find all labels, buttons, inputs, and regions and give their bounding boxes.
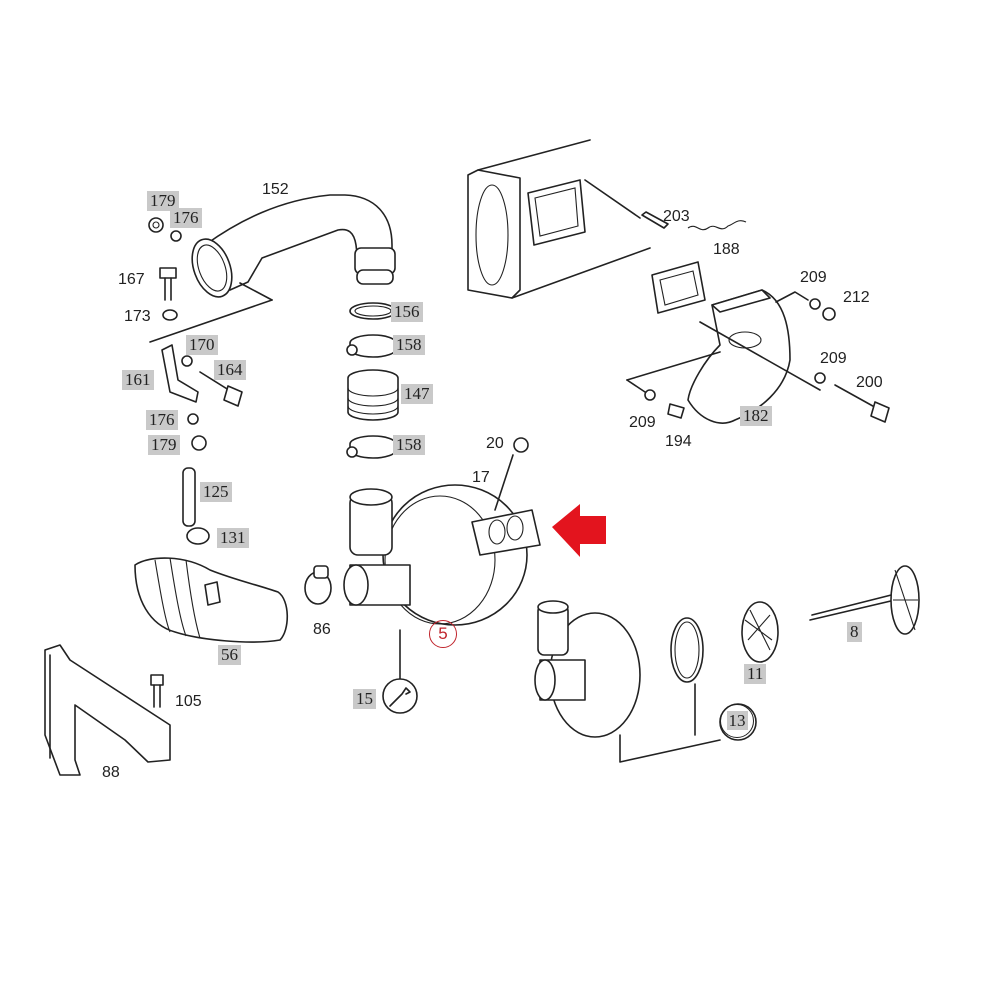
part-label-203: 203: [663, 208, 690, 225]
part-label-86: 86: [313, 621, 331, 638]
part-label-56: 56: [218, 645, 241, 665]
part-label-176: 176: [170, 208, 202, 228]
part-label-125: 125: [200, 482, 232, 502]
part-label-156: 156: [391, 302, 423, 322]
part-label-170: 170: [186, 335, 218, 355]
bracket-88-drawing: [44, 644, 171, 776]
part-label-8: 8: [847, 622, 862, 642]
part-label-176-lower: 176: [146, 410, 178, 430]
part-label-209-lower: 209: [629, 414, 656, 431]
intake-pipe-drawing: [149, 194, 396, 343]
part-label-88: 88: [102, 764, 120, 781]
hose-56-drawing: [134, 557, 289, 643]
part-label-11: 11: [744, 664, 767, 684]
part-label-173: 173: [124, 308, 151, 325]
part-label-15: 15: [353, 689, 376, 709]
turbine-wheel-drawing: [741, 565, 920, 663]
part-label-152: 152: [262, 181, 289, 198]
part-label-105: 105: [175, 693, 202, 710]
elbow-182-drawing: [626, 289, 890, 424]
compressor-housing-drawing: [534, 600, 757, 763]
left-hardware-drawing: [148, 217, 243, 545]
part-label-179-lower: 179: [148, 435, 180, 455]
turbocharger-drawing: [343, 437, 541, 714]
part-label-17: 17: [472, 469, 490, 486]
part-label-147: 147: [401, 384, 433, 404]
hose-stack-drawing: [346, 302, 399, 459]
red-callout-arrow: [552, 504, 606, 557]
part-label-179: 179: [147, 191, 179, 211]
part-label-200: 200: [856, 374, 883, 391]
part-label-212: 212: [843, 289, 870, 306]
exhaust-manifold-drawing: [467, 139, 747, 314]
part-label-194: 194: [665, 433, 692, 450]
part-label-131: 131: [217, 528, 249, 548]
part-label-158-lower: 158: [393, 435, 425, 455]
clamp-86-drawing: [304, 565, 332, 605]
part-label-167: 167: [118, 271, 145, 288]
part-label-182: 182: [740, 406, 772, 426]
part-label-13-text: 13: [726, 711, 748, 730]
part-label-20: 20: [486, 435, 504, 452]
part-label-188: 188: [713, 241, 740, 258]
part-label-161: 161: [122, 370, 154, 390]
part-label-158: 158: [393, 335, 425, 355]
part-label-164: 164: [214, 360, 246, 380]
part-label-209-mid: 209: [820, 350, 847, 367]
part-label-13: 13: [720, 704, 754, 738]
turbocharger-part-5: 5: [429, 620, 457, 648]
part-label-209: 209: [800, 269, 827, 286]
